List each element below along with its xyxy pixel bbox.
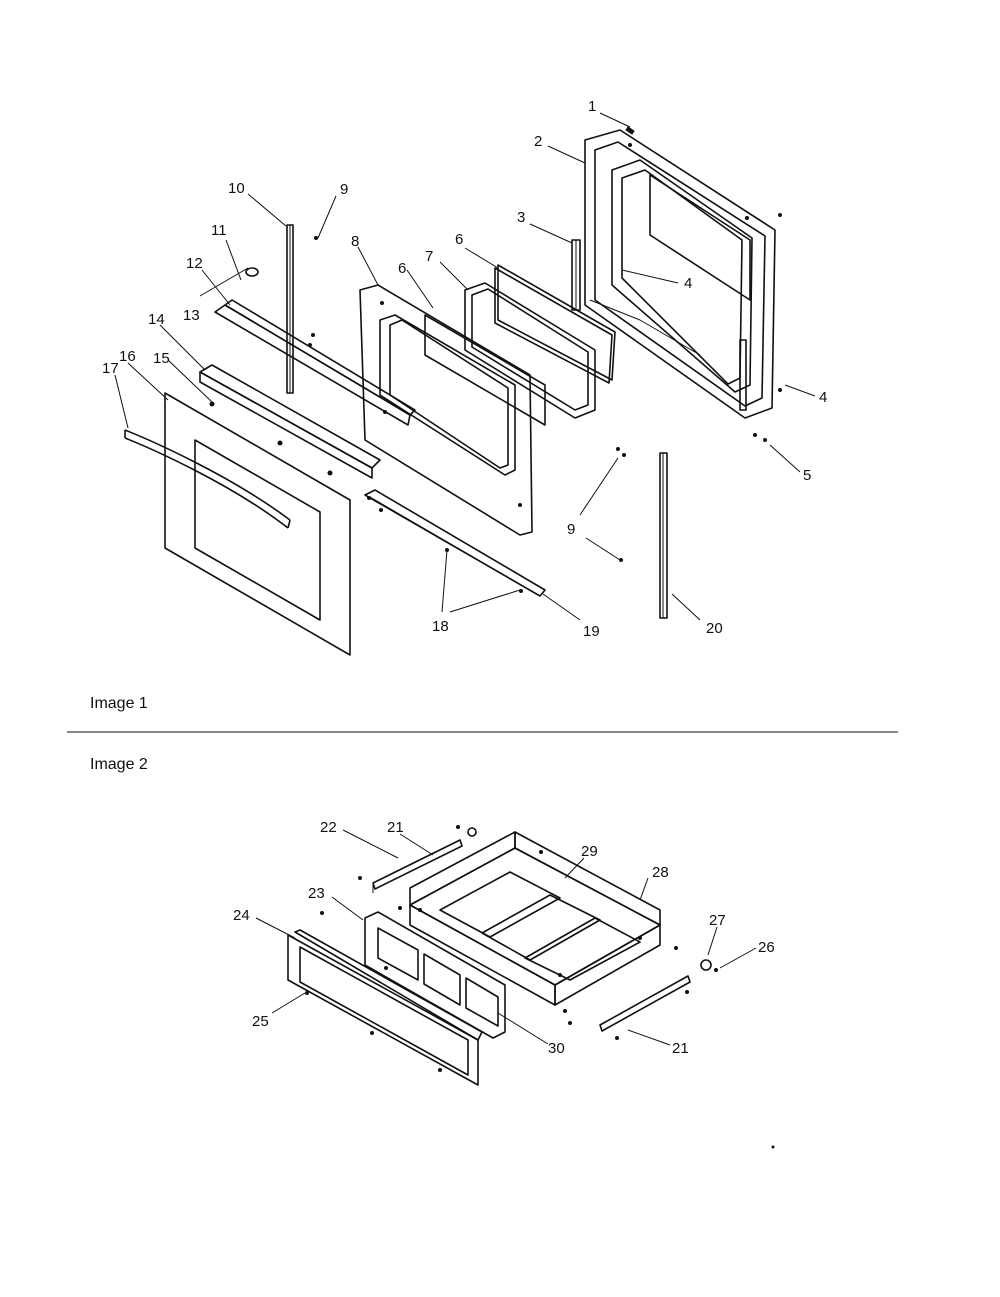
callout-22: 22 <box>320 819 337 836</box>
part-door-handle <box>124 429 291 529</box>
callout-28: 28 <box>652 864 669 881</box>
callout-2: 2 <box>534 133 542 150</box>
figure-caption-2: Image 2 <box>90 756 148 773</box>
part-door-inner-panel <box>359 284 533 536</box>
part-drawer-front-panel <box>287 929 483 1086</box>
callout-15: 15 <box>153 350 170 367</box>
callout-1: 1 <box>588 98 596 115</box>
part-vent-trim <box>199 364 381 479</box>
callout-13: 13 <box>183 307 200 324</box>
callouts-image-1: 1 2 3 4 4 5 6 6 7 8 9 9 10 11 12 13 14 1… <box>102 98 827 640</box>
callout-7: 7 <box>425 248 433 265</box>
image-1-oven-door-assembly: 1 2 3 4 4 5 6 6 7 8 9 9 10 11 12 13 14 1… <box>102 98 827 656</box>
stray-mark <box>771 1145 775 1149</box>
callout-18: 18 <box>432 618 449 635</box>
callout-23: 23 <box>308 885 325 902</box>
leader-lines-image-2 <box>255 829 757 1046</box>
part-bottom-drawer-rail <box>599 975 691 1032</box>
callout-9: 9 <box>340 181 348 198</box>
callout-16: 16 <box>119 348 136 365</box>
callouts-image-2: 21 21 22 23 24 25 26 27 28 29 30 <box>233 819 775 1057</box>
part-hinge-channel <box>571 239 581 311</box>
figure-caption-1: Image 1 <box>90 695 148 712</box>
callout-30: 30 <box>548 1040 565 1057</box>
callout-26: 26 <box>758 939 775 956</box>
callout-21: 21 <box>387 819 404 836</box>
part-drawer-front-frame <box>364 911 506 1039</box>
callout-14: 14 <box>148 311 165 328</box>
part-outer-door-panel <box>164 392 351 656</box>
callout-6: 6 <box>455 231 463 248</box>
screws-image-2 <box>305 825 689 1072</box>
screws-image-1 <box>308 236 782 593</box>
part-clip <box>625 126 635 135</box>
part-top-drawer-rail <box>372 839 463 893</box>
callout-17: 17 <box>102 360 119 377</box>
part-drawer-tray <box>409 831 661 1006</box>
callout-6: 6 <box>398 260 406 277</box>
callout-24: 24 <box>233 907 250 924</box>
part-bottom-trim-bar <box>364 489 546 597</box>
part-top-trim-bar <box>214 299 416 426</box>
callout-3: 3 <box>517 209 525 226</box>
callout-12: 12 <box>186 255 203 272</box>
callout-29: 29 <box>581 843 598 860</box>
callout-25: 25 <box>252 1013 269 1030</box>
part-glass-panel-front <box>424 314 546 426</box>
part-window-frame <box>464 282 596 419</box>
callout-8: 8 <box>351 233 359 250</box>
part-roller <box>700 959 718 972</box>
callout-9: 9 <box>567 521 575 538</box>
callout-5: 5 <box>803 467 811 484</box>
part-side-channel-right <box>659 452 668 619</box>
callout-10: 10 <box>228 180 245 197</box>
callout-19: 19 <box>583 623 600 640</box>
part-side-channel-left <box>286 224 294 394</box>
callout-4: 4 <box>684 275 692 292</box>
part-roller-top <box>467 827 477 837</box>
callout-4: 4 <box>819 389 827 406</box>
leader-lines-image-1 <box>114 112 816 621</box>
part-bumper <box>245 267 259 277</box>
callout-21: 21 <box>672 1040 689 1057</box>
callout-27: 27 <box>709 912 726 929</box>
callout-11: 11 <box>211 222 227 239</box>
callout-20: 20 <box>706 620 723 637</box>
part-glass-panel-rear <box>494 264 616 384</box>
part-inner-door-liner <box>584 129 782 419</box>
image-2-drawer-assembly: 21 21 22 23 24 25 26 27 28 29 30 <box>233 819 775 1086</box>
